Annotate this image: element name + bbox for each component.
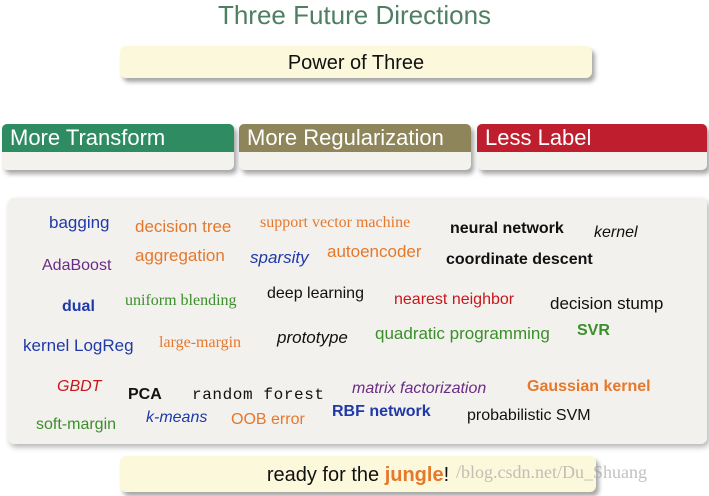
keyword: quadratic programming [375, 324, 550, 343]
closing-text: ready for the [266, 464, 385, 486]
keyword: uniform blending [125, 292, 237, 309]
keyword: RBF network [332, 403, 431, 420]
keyword: kernel [594, 224, 638, 241]
keyword: sparsity [250, 248, 309, 267]
keyword: aggregation [135, 246, 225, 265]
keyword: AdaBoost [42, 257, 112, 274]
direction-label: Less Label [477, 124, 707, 152]
keyword: Gaussian kernel [527, 378, 651, 395]
subtitle-banner: Power of Three [120, 46, 592, 78]
watermark: /blog.csdn.net/Du_Shuang [456, 462, 647, 482]
keyword-cloud-panel: bagging decision tree support vector mac… [8, 198, 707, 444]
keyword: nearest neighbor [394, 291, 515, 308]
keyword: matrix factorization [352, 380, 487, 397]
keyword: decision tree [135, 217, 232, 236]
direction-card-regularization: More Regularization [239, 124, 471, 170]
keyword: soft-margin [36, 416, 117, 433]
direction-label: More Transform [2, 124, 234, 152]
keyword: support vector machine [260, 214, 411, 231]
direction-card-transform: More Transform [2, 124, 234, 170]
keyword: probabilistic SVM [467, 407, 591, 424]
keyword: k-means [146, 409, 208, 426]
keyword: PCA [128, 386, 162, 403]
page-title: Three Future Directions [217, 0, 492, 30]
keyword: random forest [192, 386, 325, 404]
keyword: GBDT [57, 378, 102, 395]
closing-highlight: jungle [384, 464, 444, 486]
closing-punctuation: ! [443, 464, 450, 486]
keyword: neural network [450, 220, 564, 237]
keyword: prototype [277, 328, 348, 347]
closing-banner: ready for the jungle! [120, 456, 596, 492]
direction-label: More Regularization [239, 124, 471, 152]
keyword: kernel LogReg [23, 336, 134, 355]
keyword: OOB error [231, 411, 305, 428]
keyword: bagging [49, 213, 110, 232]
keyword: SVR [577, 322, 610, 339]
keyword: decision stump [550, 294, 664, 313]
keyword: coordinate descent [446, 251, 593, 268]
keyword: autoencoder [327, 242, 422, 261]
keyword: large-margin [159, 334, 242, 351]
keyword: deep learning [267, 285, 364, 302]
direction-card-less-label: Less Label [477, 124, 707, 170]
keyword: dual [62, 298, 95, 315]
